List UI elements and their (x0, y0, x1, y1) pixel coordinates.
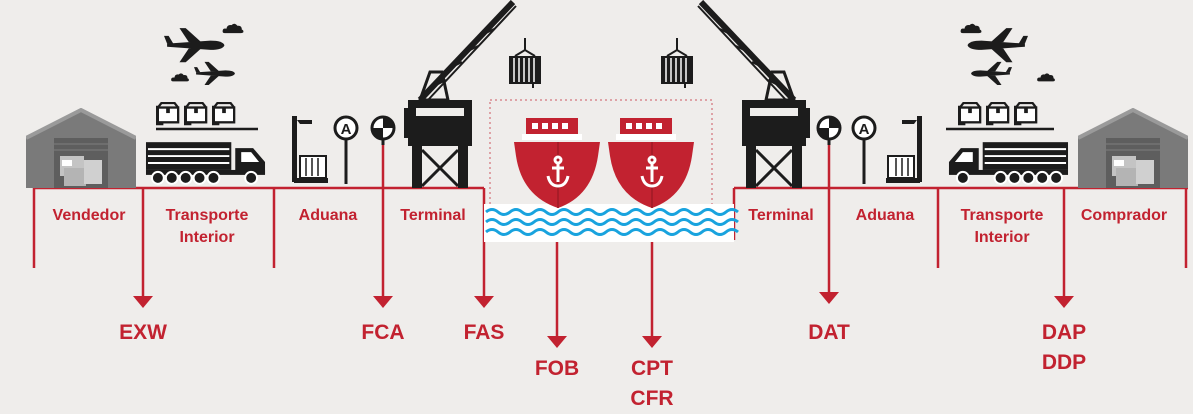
port-dotted-frame (489, 99, 713, 211)
truck-icon (947, 141, 1070, 185)
crane-icon (698, 2, 810, 188)
customs-sign-icon: A (851, 115, 877, 184)
airplane-icon (967, 28, 1028, 63)
term-fca: FCA (361, 321, 405, 344)
segment-terminal-left: Terminal (400, 207, 466, 224)
segment-transporte-interior-right: Transporte Interior (960, 207, 1044, 246)
term-dat: DAT (808, 321, 850, 344)
cloud-icon (1037, 73, 1055, 82)
svg-text:A: A (859, 121, 870, 138)
boxes-trolley-icon (946, 102, 1054, 131)
arrow-cpt-cfr (642, 238, 662, 348)
warehouse-icon (26, 108, 136, 188)
cloud-icon (960, 23, 982, 34)
crane-icon (404, 2, 516, 188)
arrow-fob (547, 238, 567, 348)
term-dap-ddp: DAP DDP (1041, 321, 1087, 374)
airplane-icon (164, 28, 225, 63)
forklift-icon (291, 116, 329, 184)
segment-aduana-right: Aduana (855, 207, 915, 224)
truck-icon (144, 141, 267, 185)
segment-aduana-left: Aduana (298, 207, 358, 224)
container-icon (659, 38, 695, 88)
segment-terminal-right: Terminal (748, 207, 814, 224)
arrow-exw (133, 188, 153, 308)
arrow-dat (819, 145, 839, 304)
cloud-icon (171, 73, 189, 82)
term-fas: FAS (463, 321, 505, 344)
checkered-sign-icon (370, 115, 396, 145)
arrow-fas (474, 240, 494, 308)
red-baseline (32, 186, 1188, 268)
arrow-fca (373, 145, 393, 308)
checkered-sign-icon (816, 115, 842, 145)
term-fob: FOB (534, 357, 580, 380)
svg-text:A: A (341, 121, 352, 138)
arrow-dap-ddp (1054, 188, 1074, 308)
water-icon (484, 204, 739, 242)
term-cpt-cfr: CPT CFR (630, 357, 674, 410)
boxes-trolley-icon (156, 102, 258, 131)
container-icon (507, 38, 543, 88)
segment-transporte-interior-left: Transporte Interior (165, 207, 249, 246)
warehouse-icon (1078, 108, 1188, 188)
segment-comprador: Comprador (1080, 207, 1168, 224)
airplane-icon (971, 61, 1012, 86)
ship-icon (606, 116, 696, 210)
airplane-icon (194, 61, 235, 86)
ship-icon (512, 116, 602, 210)
cloud-icon (222, 23, 244, 34)
segment-vendedor: Vendedor (52, 207, 126, 224)
customs-sign-icon: A (333, 115, 359, 184)
forklift-icon (885, 116, 923, 184)
term-exw: EXW (119, 321, 167, 344)
